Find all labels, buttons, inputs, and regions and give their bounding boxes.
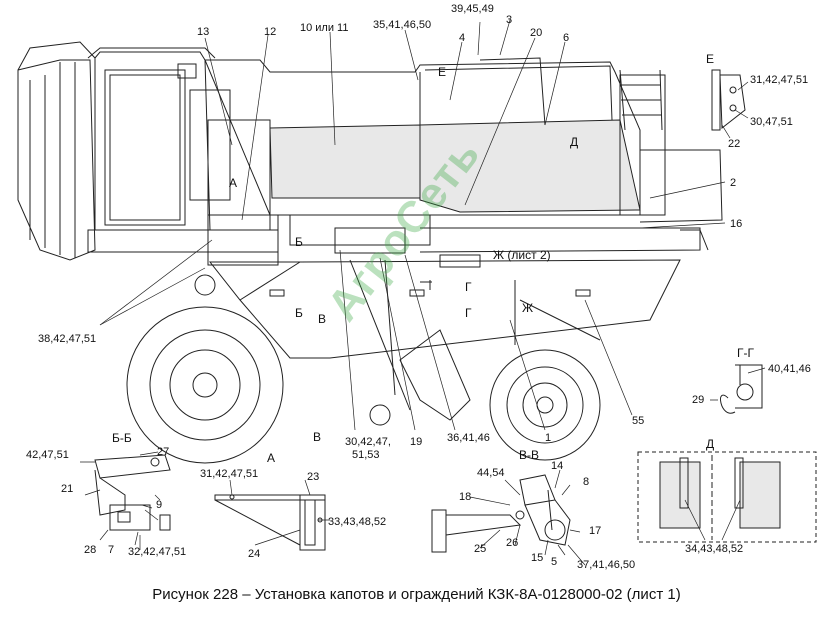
view-bb-drawing (80, 452, 170, 550)
label-38: 38,42,47,51 (38, 333, 97, 345)
label-20: 20 (530, 27, 543, 39)
view-gg-label-40: 40,41,46 (768, 363, 811, 375)
view-d-label-34: 34,43,48,52 (685, 543, 744, 555)
view-vv-label-44: 44,54 (477, 467, 505, 479)
section-zh-marker-2: Ж (522, 301, 534, 315)
section-b-marker: Б (295, 235, 303, 249)
view-gg-label-29: 29 (692, 394, 705, 406)
view-vv-label-8: 8 (583, 476, 590, 488)
view-a-label-24: 24 (248, 548, 261, 560)
view-bb-label-28: 28 (84, 544, 97, 556)
view-gg-drawing (710, 365, 765, 413)
rear-wheel (490, 350, 600, 460)
view-e-label-22: 22 (728, 138, 741, 150)
view-vv-drawing (432, 470, 585, 565)
label-1: 1 (545, 432, 552, 444)
section-g-marker: Г (465, 280, 472, 294)
label-36: 36,41,46 (447, 432, 490, 444)
label-4: 4 (459, 32, 466, 44)
view-vv-label-5: 5 (551, 556, 558, 568)
figure-caption: Рисунок 228 – Установка капотов и огражд… (152, 586, 681, 603)
ladder (620, 70, 662, 130)
cab (88, 48, 278, 252)
view-d-drawing (638, 452, 816, 542)
section-d-marker: Д (570, 135, 579, 149)
section-v-marker: В (318, 312, 327, 326)
label-51: 51,53 (352, 449, 380, 461)
label-12: 12 (264, 26, 277, 38)
label-39: 39,45,49 (451, 3, 494, 15)
label-55: 55 (632, 415, 645, 427)
view-bb-label-7: 7 (108, 544, 115, 556)
lower-guards (210, 255, 680, 420)
label-10-or-11: 10 или 11 (300, 22, 349, 34)
view-vv-label-17: 17 (589, 525, 602, 537)
label-13: 13 (197, 26, 210, 38)
view-vv-label-25: 25 (474, 543, 487, 555)
view-vv-title: В-В (519, 448, 540, 462)
view-vv-label-15: 15 (531, 552, 544, 564)
view-bb-label-42: 42,47,51 (26, 449, 69, 461)
section-a-marker: А (229, 176, 238, 190)
label-30: 30,42,47, (345, 436, 391, 448)
view-bb-title: Б-Б (112, 431, 132, 445)
view-a-label-33: 33,43,48,52 (328, 516, 387, 528)
label-16: 16 (730, 218, 743, 230)
view-vv-label-26: 26 (506, 537, 519, 549)
view-vv-label-14: 14 (551, 460, 564, 472)
label-3: 3 (506, 14, 513, 26)
label-19: 19 (410, 436, 423, 448)
view-bb-label-21: 21 (61, 483, 74, 495)
view-e-label-31: 31,42,47,51 (750, 74, 809, 86)
view-vv-label-18: 18 (459, 491, 472, 503)
section-zh-marker: Ж (лист 2) (493, 248, 551, 262)
view-a-title: А (267, 451, 276, 465)
view-a-drawing (215, 480, 330, 550)
combine-drawing (0, 0, 833, 580)
view-vv-label-37: 37,41,46,50 (577, 559, 636, 571)
section-v-marker-2: В (313, 430, 322, 444)
view-d-title: Д (706, 437, 715, 451)
label-6: 6 (563, 32, 570, 44)
label-2: 2 (730, 177, 737, 189)
header-assembly (18, 42, 95, 260)
combine-body (205, 58, 722, 265)
section-b-marker-2: Б (295, 306, 303, 320)
view-gg-title: Г-Г (737, 346, 754, 360)
front-wheel (127, 307, 283, 463)
leader-lines (100, 20, 725, 430)
view-a-label-31: 31,42,47,51 (200, 468, 259, 480)
view-bb-label-9: 9 (156, 499, 163, 511)
view-e-title: Е (706, 52, 715, 66)
view-a-label-23: 23 (307, 471, 320, 483)
view-e-label-30: 30,47,51 (750, 116, 793, 128)
view-e-drawing (712, 70, 748, 138)
section-g-marker-2: Г (465, 306, 472, 320)
view-bb-label-32: 32,42,47,51 (128, 546, 187, 558)
label-35: 35,41,46,50 (373, 19, 432, 31)
section-e-marker: Е (438, 65, 447, 79)
view-bb-label-27: 27 (157, 446, 170, 458)
